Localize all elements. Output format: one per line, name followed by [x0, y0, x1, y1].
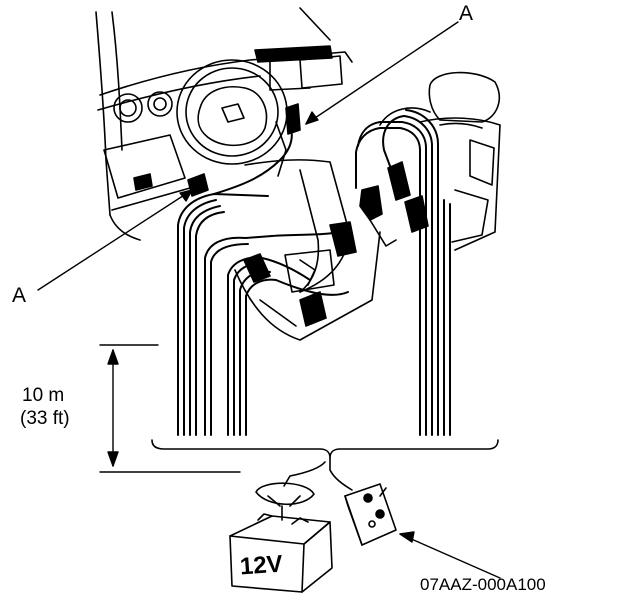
cable-bundle-left [177, 123, 349, 436]
callout-leaders [37, 21, 501, 579]
callout-a-left: A [12, 284, 27, 307]
callout-a-top: A [459, 2, 474, 25]
windshield-pillar [95, 7, 331, 241]
distance-metric: 10 m [22, 385, 65, 406]
jumper-clamp-icon [187, 103, 429, 327]
car-seat-icon [379, 71, 501, 251]
figure-code: 07AAZ-000A100 [420, 575, 546, 594]
cable-bundle-right [355, 109, 451, 436]
distance-imperial: (33 ft) [20, 408, 70, 429]
dashboard [97, 45, 353, 211]
cable-bracket [151, 439, 499, 491]
battery-icon [229, 482, 333, 593]
battery-voltage-label: 12V [239, 550, 284, 581]
dimension-marker [99, 344, 241, 473]
test-box-icon [344, 483, 397, 546]
